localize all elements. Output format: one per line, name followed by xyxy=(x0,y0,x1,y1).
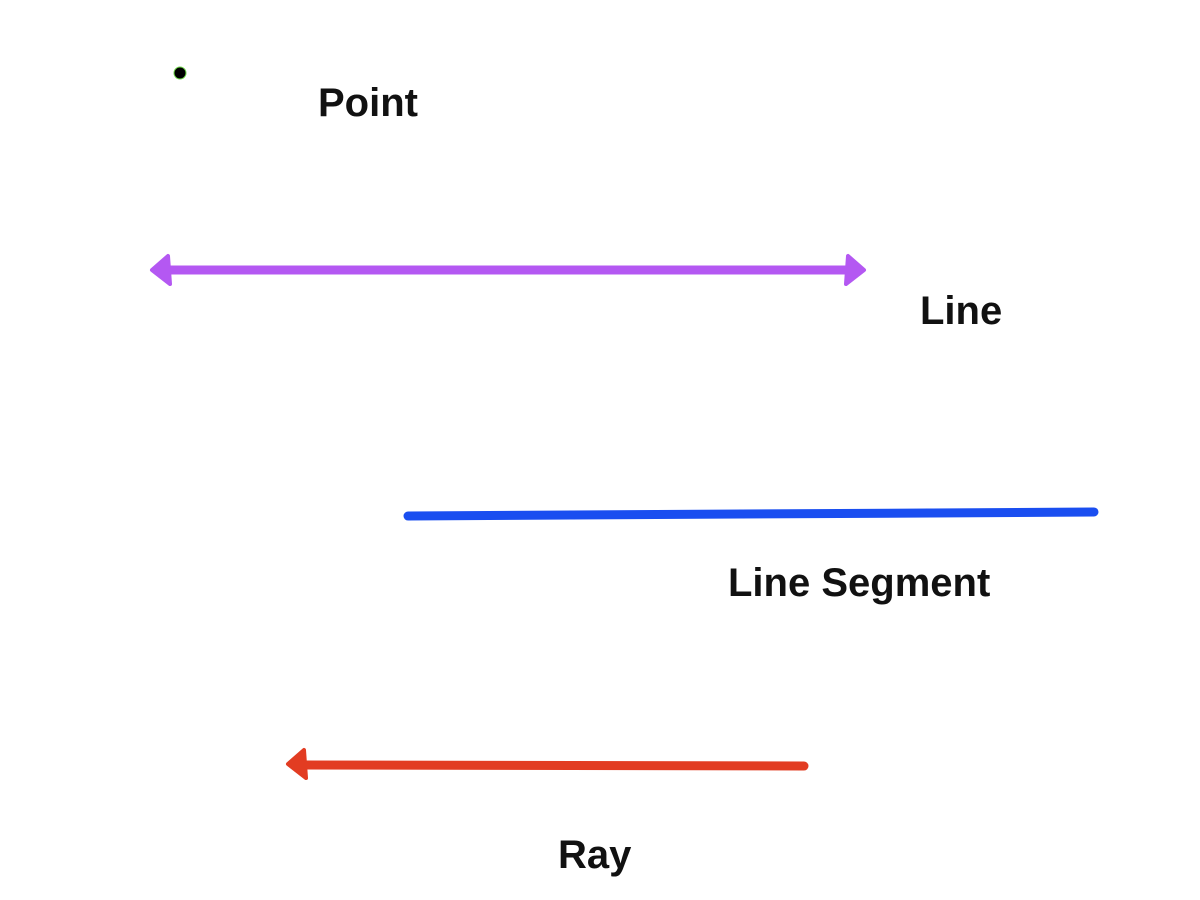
line-right-arrowhead xyxy=(844,254,866,286)
line-with-arrows xyxy=(150,254,866,286)
line-left-arrowhead xyxy=(150,254,172,286)
ray-arrowhead xyxy=(286,748,308,780)
line-segment xyxy=(403,507,1099,521)
segment-label: Line Segment xyxy=(728,561,990,605)
ray-shaft xyxy=(295,760,809,771)
ray-label: Ray xyxy=(558,833,632,877)
ray-with-arrow xyxy=(286,748,809,780)
point-label: Point xyxy=(318,81,418,125)
point-dot xyxy=(173,66,187,80)
line-label: Line xyxy=(920,289,1002,333)
